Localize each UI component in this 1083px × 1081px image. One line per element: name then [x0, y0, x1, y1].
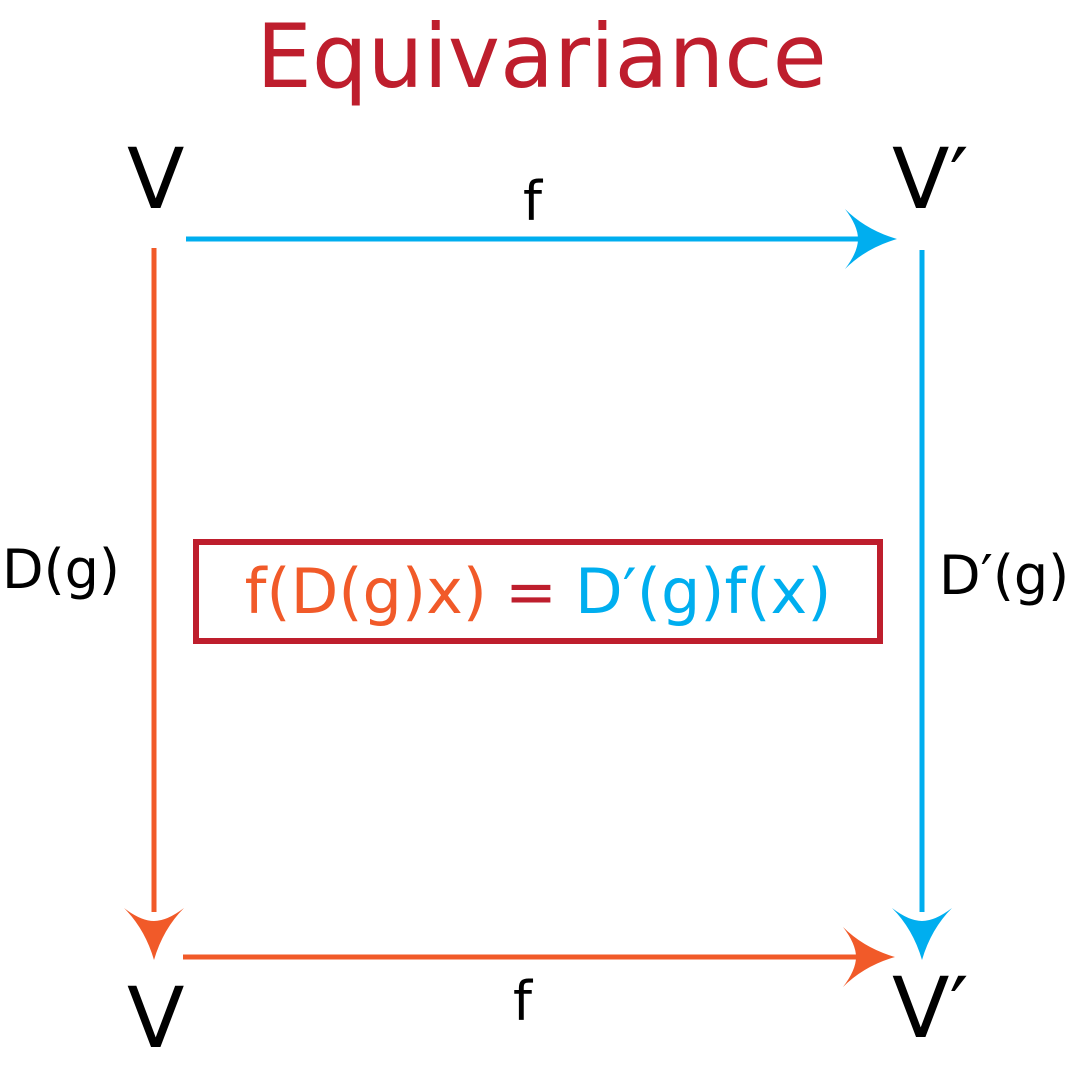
equivariance-equation-box: f(D(g)x) = D′(g)f(x)	[193, 539, 883, 644]
arrow-bottom-f	[183, 927, 895, 987]
arrow-right-d-prime-g	[892, 250, 952, 960]
arrow-left-label: D(g)	[2, 538, 120, 601]
arrow-left-d-g	[124, 248, 184, 960]
node-v-bottom-left: V	[127, 969, 185, 1067]
node-v-prime-top-right: V′	[892, 130, 969, 228]
arrow-right-label: D′(g)	[939, 544, 1070, 607]
arrow-bottom-label: f	[513, 970, 533, 1033]
arrow-top-f	[186, 209, 897, 269]
node-v-prime-bottom-right: V′	[892, 959, 969, 1057]
arrow-top-label: f	[523, 170, 543, 233]
equation-left-side: f(D(g)x)	[244, 554, 487, 628]
equation-equals-sign: =	[504, 554, 557, 628]
node-v-top-left: V	[127, 130, 185, 228]
diagram-title: Equivariance	[256, 5, 827, 108]
equation-right-side: D′(g)f(x)	[574, 554, 832, 628]
